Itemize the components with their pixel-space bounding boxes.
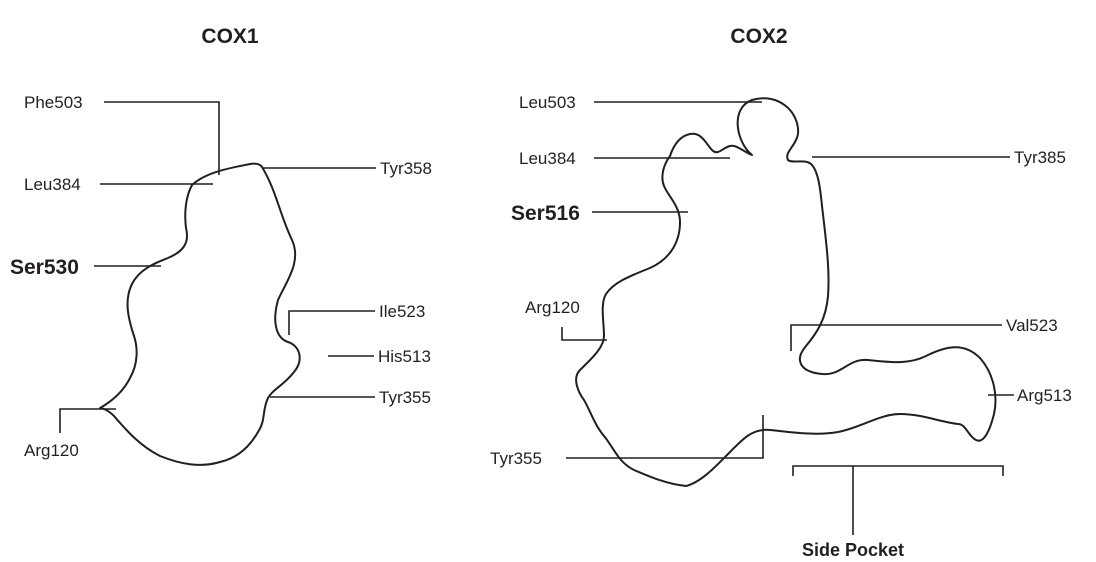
cox2-arg120-leader: [562, 327, 607, 340]
cox1-ile523-leader: [289, 311, 375, 335]
cox1-label-ile523: Ile523: [379, 302, 425, 321]
cox1-panel: COX1 Phe503 Leu384 Ser530 Tyr358 Ile523 …: [10, 25, 432, 465]
side-pocket-label: Side Pocket: [802, 540, 904, 560]
cox2-title: COX2: [730, 25, 787, 48]
cox1-label-leu384: Leu384: [24, 175, 81, 194]
cox1-label-tyr355: Tyr355: [379, 388, 431, 407]
cox1-label-phe503: Phe503: [24, 93, 83, 112]
cox1-label-arg120: Arg120: [24, 441, 79, 460]
cox2-label-arg120: Arg120: [525, 298, 580, 317]
cox1-label-ser530: Ser530: [10, 256, 79, 279]
cox1-label-his513: His513: [378, 347, 431, 366]
cox2-label-arg513: Arg513: [1017, 386, 1072, 405]
cox1-label-tyr358: Tyr358: [380, 159, 432, 178]
cox2-label-ser516: Ser516: [511, 202, 580, 225]
cox2-label-leu503: Leu503: [519, 93, 576, 112]
cox1-binding-pocket-outline: [100, 164, 300, 465]
cox2-label-leu384: Leu384: [519, 149, 576, 168]
cox1-arg120-leader: [60, 409, 116, 433]
cox2-label-val523: Val523: [1006, 316, 1058, 335]
cox1-phe503-leader: [104, 102, 219, 175]
cox1-title: COX1: [201, 25, 259, 48]
cox2-val523-leader: [791, 325, 1002, 351]
cox2-label-tyr385: Tyr385: [1014, 148, 1066, 167]
side-pocket-bracket: [793, 466, 1003, 476]
cox2-label-tyr355: Tyr355: [490, 449, 542, 468]
cox2-panel: COX2 Leu503 Leu384 Ser516 Arg120 Tyr385 …: [490, 25, 1072, 560]
